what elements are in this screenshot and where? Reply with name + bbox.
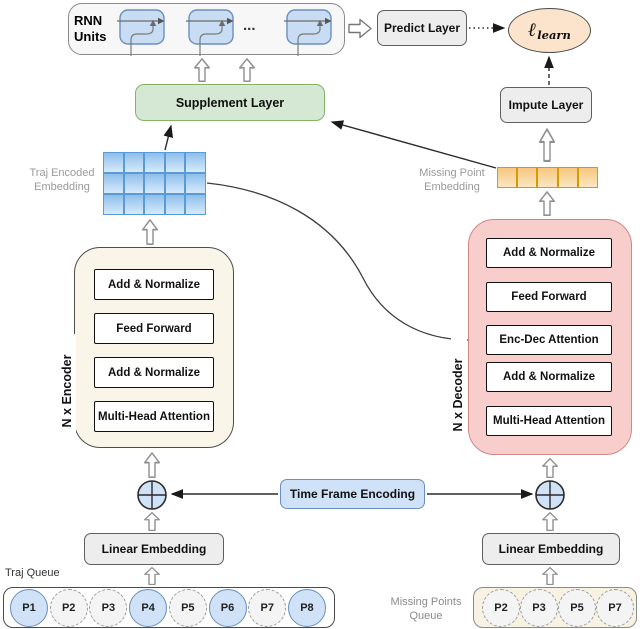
queue-point-p1: P1 <box>10 588 48 627</box>
encoder-layer-feed-forward: Feed Forward <box>94 313 214 344</box>
time-frame-encoding-box: Time Frame Encoding <box>280 479 425 509</box>
up-arrow-icon <box>144 567 160 585</box>
queue-point-p3: P3 <box>89 588 128 627</box>
missing-point-p7: P7 <box>596 588 634 627</box>
up-arrow-icon <box>144 452 160 478</box>
up-arrow-icon <box>239 58 255 82</box>
up-arrow-icon <box>539 128 555 162</box>
missing-point-p3: P3 <box>520 588 558 627</box>
up-arrow-icon <box>542 458 558 478</box>
decoder-layer-multi-head-attention: Multi-Head Attention <box>486 406 612 436</box>
queue-point-p7: P7 <box>248 588 287 627</box>
encoder-layer-multi-head-attention: Multi-Head Attention <box>94 401 214 432</box>
loss-subscript: learn <box>537 27 571 42</box>
missing-queue-label: Missing Points Queue <box>390 596 462 622</box>
traj-queue-container: P1 P2 P3 P4 P5 P6 P7 P8 <box>3 587 335 628</box>
decoder-layer-enc-dec-attention: Enc-Dec Attention <box>486 325 612 355</box>
queue-point-p2: P2 <box>49 588 88 627</box>
grid-to-supplement-arrow <box>163 124 174 151</box>
encoder-side-label: N x Encoder <box>60 334 76 448</box>
up-arrow-icon <box>194 58 210 82</box>
traj-queue-label: Traj Queue <box>5 567 60 579</box>
up-arrow-icon <box>539 191 555 216</box>
rnn-ellipsis: ... <box>243 17 256 34</box>
supplement-layer-box: Supplement Layer <box>135 84 325 121</box>
queue-point-p8: P8 <box>287 588 326 627</box>
missing-point-p2: P2 <box>482 588 520 627</box>
rnn-units-label: RNN Units <box>74 13 107 44</box>
plus-circle-icon <box>137 480 167 510</box>
linear-embedding-left-box: Linear Embedding <box>84 533 224 565</box>
missing-embedding-row <box>497 167 598 188</box>
missing-point-p5: P5 <box>558 588 596 627</box>
queue-point-p5: P5 <box>168 588 207 627</box>
traj-embedding-label: Traj Encoded Embedding <box>29 167 95 193</box>
encoder-to-decoder-curve <box>206 182 471 341</box>
double-arrow-icon <box>348 18 372 39</box>
predict-layer-box: Predict Layer <box>377 10 467 46</box>
plus-circle-icon <box>535 480 565 510</box>
decoder-layer-add-normalize-1: Add & Normalize <box>486 238 612 268</box>
missing-queue-container: P2 P3 P5 P7 <box>473 587 637 628</box>
up-arrow-icon <box>542 512 558 531</box>
up-arrow-icon <box>542 567 558 585</box>
traj-embedding-grid <box>103 152 206 215</box>
decoder-layer-add-normalize-2: Add & Normalize <box>486 362 612 392</box>
decoder-layer-feed-forward: Feed Forward <box>486 282 612 312</box>
encoder-layer-add-normalize-2: Add & Normalize <box>94 357 214 388</box>
up-arrow-icon <box>144 512 160 531</box>
loss-symbol: ℓ <box>528 19 537 41</box>
missing-embedding-to-supplement-arrow <box>330 120 497 169</box>
missing-embedding-label: Missing Point Embedding <box>419 167 485 193</box>
queue-point-p4: P4 <box>129 588 168 627</box>
linear-embedding-right-box: Linear Embedding <box>482 533 620 565</box>
decoder-side-label: N x Decoder <box>451 338 467 452</box>
impute-layer-box: Impute Layer <box>500 87 592 123</box>
up-arrow-icon <box>142 219 158 245</box>
encoder-layer-add-normalize-1: Add & Normalize <box>94 269 214 300</box>
queue-point-p6: P6 <box>208 588 247 627</box>
